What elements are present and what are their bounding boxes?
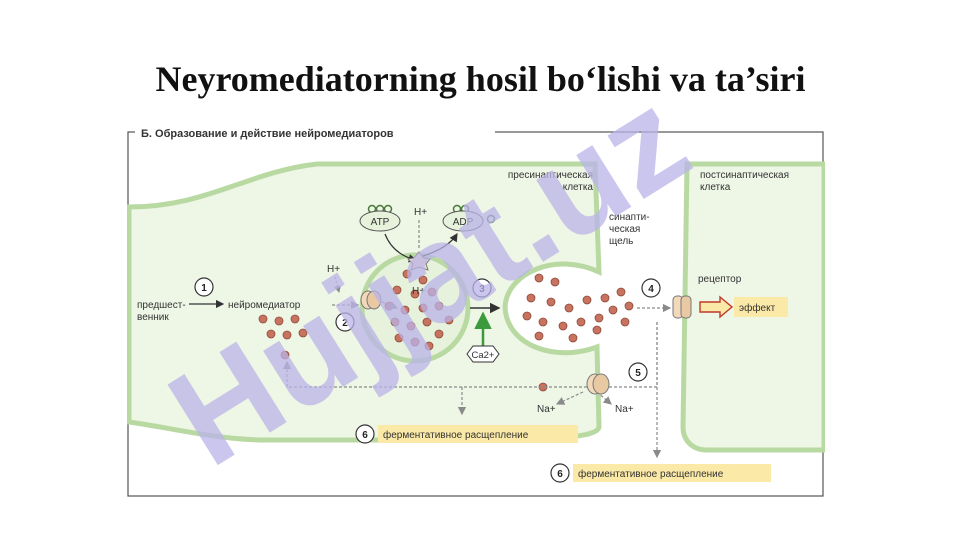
ca-hexagon [466, 345, 500, 363]
h-plus-inner: H+ [412, 286, 425, 297]
enzymatic-box-1 [378, 425, 578, 443]
neurotransmitter-label: нейромедиатор [228, 300, 301, 311]
atp-label: ATP [371, 217, 390, 228]
step-circle-4 [641, 278, 661, 298]
step-circle-2 [335, 312, 355, 332]
cleft-label-1: синапти- [609, 212, 650, 223]
adp-oval [442, 210, 484, 232]
enzymatic-label-1: ферментативное расщепление [383, 429, 529, 441]
atp-pump: ATP ADP H+ H+ [359, 204, 496, 297]
header-backdrop [135, 124, 495, 140]
step-circle-1 [194, 277, 214, 297]
step-1-label: 1 [201, 283, 207, 294]
na-left-label: Na+ [537, 404, 556, 415]
atp-oval [359, 210, 401, 232]
adp-label: ADP [453, 217, 474, 228]
step-circle-5 [628, 362, 648, 382]
step-circle-6a [355, 424, 375, 444]
effect-label: эффект [739, 302, 776, 314]
na-transporter [586, 373, 610, 395]
effect-box [734, 297, 788, 317]
precursor-label-2: венник [137, 312, 169, 323]
h-plus-left: H+ [327, 264, 340, 275]
step-circle-3 [472, 278, 492, 298]
step-6a-label: 6 [362, 430, 368, 441]
step-3-label: 3 [479, 284, 485, 295]
neurotransmitter-diagram: Б. Образование и действие нейромедиаторо… [127, 122, 825, 498]
postsynaptic-label-2: клетка [700, 182, 731, 193]
step-2-label: 2 [342, 318, 348, 329]
presynaptic-label-2: клетка [563, 182, 594, 193]
enzymatic-label-2: ферментативное расщепление [578, 468, 724, 480]
presynaptic-label-1: пресинаптическая [508, 170, 593, 181]
step-6b-label: 6 [557, 469, 563, 480]
postsynaptic-label-1: постсинаптическая [700, 170, 789, 181]
figure-header: Б. Образование и действие нейромедиаторо… [141, 128, 394, 140]
step-markers: 1 2 3 4 5 6 6 [194, 277, 661, 483]
neurotransmitter-dots [258, 269, 634, 392]
receptor-icon [672, 295, 692, 319]
reuptake-paths [282, 322, 662, 459]
step-circle-6b [550, 463, 570, 483]
effect-arrow-icon [699, 295, 734, 319]
step-4-label: 4 [648, 284, 654, 295]
slide-title: Neyromediatorning hosil bo‘lishi va ta’s… [155, 59, 806, 99]
ca-label: Ca2+ [472, 350, 495, 361]
step-5-label: 5 [635, 368, 641, 379]
na-right-label: Na+ [615, 404, 634, 415]
transporter [360, 290, 382, 310]
pump-star [406, 251, 431, 271]
enzymatic-box-2 [573, 464, 771, 482]
h-plus-top: H+ [414, 207, 427, 218]
cleft-label-2: ческая [609, 224, 640, 235]
receptor-label: рецептор [698, 274, 742, 285]
cleft-label-3: щель [609, 236, 633, 247]
precursor-label-1: предшест- [137, 300, 186, 311]
